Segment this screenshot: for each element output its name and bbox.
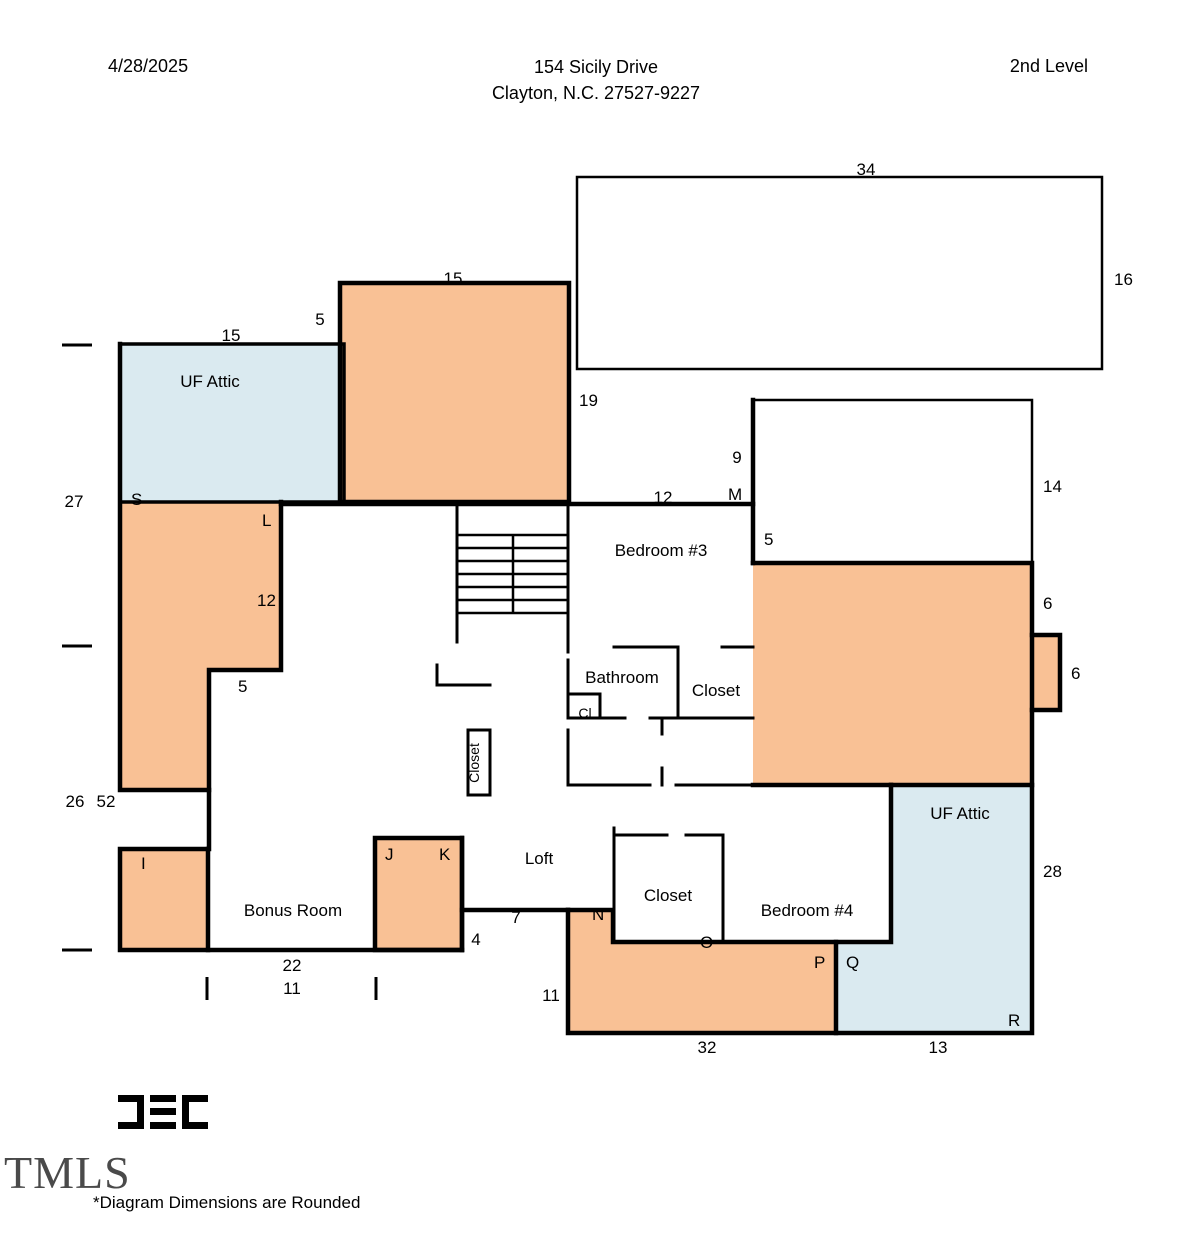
wall-bottom-right-perimeter	[833, 782, 1035, 1036]
region-orange-left	[120, 502, 281, 790]
dim-attic-top-width: 15	[222, 326, 241, 345]
label-loft: Loft	[525, 849, 554, 868]
dim-right-9: 9	[732, 448, 741, 467]
region-orange-jk	[375, 838, 462, 950]
region-uf-attic-bottom	[836, 785, 1032, 1033]
cec-logo-svg	[118, 1095, 208, 1129]
dim-bottom-11b: 11	[542, 986, 560, 1005]
dim-bedroom3-12: 12	[654, 488, 673, 507]
corner-label-p: P	[814, 953, 825, 972]
label-closet-bath: Closet	[692, 681, 740, 700]
corner-label-s: S	[131, 490, 142, 509]
corner-label-j: J	[385, 845, 394, 864]
label-uf-attic-top: UF Attic	[180, 372, 240, 391]
wall-right-bump	[1029, 632, 1063, 713]
dim-right-6a: 6	[1043, 594, 1052, 613]
level-label: 2nd Level	[1009, 56, 1088, 76]
corner-label-m: M	[728, 485, 742, 504]
dimensions-note: *Diagram Dimensions are Rounded	[93, 1193, 361, 1212]
dim-l-block-12: 12	[257, 591, 276, 610]
dim-bedroom3-5: 5	[764, 530, 773, 549]
plan-date: 4/28/2025	[108, 56, 189, 76]
dim-left-52: 52	[97, 792, 116, 811]
corner-label-n: N	[592, 905, 604, 924]
dim-left-27: 27	[65, 492, 84, 511]
label-closet-small: Cl	[578, 705, 591, 721]
dimension-labels: 34 16 15 5 15 27 26 52 19 12 5 12 5 9 14…	[65, 160, 1133, 1057]
exterior-walls	[117, 175, 1104, 1036]
wall-orange-left-edge	[206, 499, 284, 793]
tmls-watermark: TMLS	[4, 1147, 131, 1198]
label-bedroom-3: Bedroom #3	[615, 541, 708, 560]
wall-orange-right	[750, 560, 1035, 788]
dim-loft-7: 7	[511, 908, 520, 927]
dim-right-6b: 6	[1071, 664, 1080, 683]
dim-left-26: 26	[66, 792, 85, 811]
label-closet-loft: Closet	[466, 743, 482, 783]
label-bonus-room: Bonus Room	[244, 901, 342, 920]
dim-l-block-5: 5	[238, 677, 247, 696]
dim-bottom-22: 22	[283, 956, 302, 975]
dim-top-right-height: 16	[1114, 270, 1133, 289]
wall-top-right-rect	[575, 175, 1104, 371]
corner-letters: S L I J K M N O P Q R	[131, 485, 1020, 1030]
label-bathroom: Bathroom	[585, 668, 659, 687]
dim-orange-19: 19	[579, 391, 598, 410]
region-orange-right	[753, 563, 1032, 785]
dim-right-28: 28	[1043, 862, 1062, 881]
region-uf-attic-top	[120, 344, 344, 502]
filled-regions	[120, 283, 1060, 1033]
corner-label-r: R	[1008, 1011, 1020, 1030]
interior-walls	[435, 502, 755, 944]
label-uf-attic-bottom: UF Attic	[930, 804, 990, 823]
address-line-2: Clayton, N.C. 27527-9227	[491, 83, 701, 103]
dim-orange-top-offset: 5	[315, 310, 324, 329]
region-orange-i	[120, 849, 208, 950]
corner-label-o: O	[700, 933, 713, 952]
dim-bottom-13: 13	[929, 1038, 948, 1057]
corner-label-q: Q	[846, 953, 859, 972]
label-closet-bedroom4: Closet	[644, 886, 692, 905]
stairs	[457, 533, 568, 615]
dim-bottom-11: 11	[283, 979, 301, 998]
dim-bottom-32: 32	[698, 1038, 717, 1057]
wall-orange-bottom-left	[565, 907, 839, 1036]
corner-label-l: L	[262, 511, 271, 530]
dim-right-14: 14	[1043, 477, 1062, 496]
corner-label-i: I	[141, 854, 146, 873]
dim-orange-top-width: 15	[444, 269, 463, 288]
edge-ticks	[62, 343, 378, 1000]
property-address: 154 Sicily Drive Clayton, N.C. 27527-922…	[0, 54, 1192, 106]
corner-label-k: K	[439, 845, 451, 864]
address-line-1: 154 Sicily Drive	[533, 57, 659, 77]
cec-logo-icon	[118, 1093, 208, 1139]
page-header: 4/28/2025 154 Sicily Drive Clayton, N.C.…	[0, 0, 1192, 110]
region-orange-bump	[1032, 635, 1060, 710]
label-bedroom-4: Bedroom #4	[761, 901, 854, 920]
dim-top-right-width: 34	[857, 160, 876, 179]
dim-loft-4: 4	[471, 930, 480, 949]
region-orange-top	[340, 283, 569, 502]
floorplan-svg: UF Attic UF Attic Bedroom #3 Bedroom #4 …	[62, 160, 1133, 1057]
region-orange-bottom	[568, 910, 836, 1033]
wall-right-upper-rect	[751, 398, 1034, 565]
room-labels: UF Attic UF Attic Bedroom #3 Bedroom #4 …	[180, 372, 990, 920]
